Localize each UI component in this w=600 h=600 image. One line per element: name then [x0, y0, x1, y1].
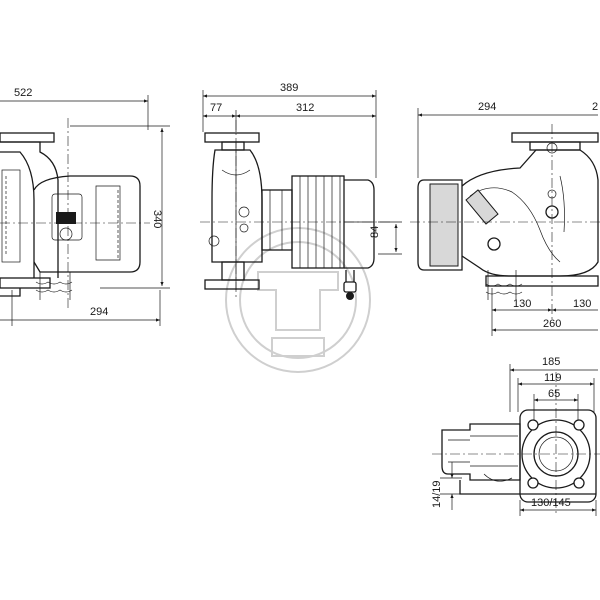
side-dim-motor-length: 312	[296, 102, 314, 114]
side-dim-shaft-height: 84	[369, 226, 381, 238]
flange-view: 185 119 65 130/145 14/19	[431, 356, 600, 516]
front-view: 522 294 340	[0, 87, 170, 326]
flange-dim-bolt-circle: 119	[544, 372, 562, 384]
rear-dim-bolt-span: 260	[543, 318, 561, 330]
side-view: 389 77 312 84	[200, 82, 402, 300]
front-dim-total-width: 522	[14, 87, 32, 99]
rear-view: 294 2 130 130 260	[410, 101, 600, 336]
front-dim-base-width: 294	[90, 306, 108, 318]
side-dim-total-length: 389	[280, 82, 298, 94]
flange-dim-hole-size: 14/19	[431, 480, 443, 508]
flange-dim-outer: 185	[542, 356, 560, 368]
rear-dim-overall-cut: 2	[592, 101, 598, 113]
rear-dim-left-half: 130	[513, 298, 531, 310]
rear-dim-overall: 294	[478, 101, 496, 113]
watermark-logo	[225, 227, 371, 373]
flange-dim-bore: 65	[548, 388, 560, 400]
front-dim-height: 340	[151, 210, 163, 228]
rear-dim-right-half: 130	[573, 298, 591, 310]
side-dim-flange-offset: 77	[210, 102, 222, 114]
flange-dim-hole-spacing: 130/145	[531, 497, 571, 509]
